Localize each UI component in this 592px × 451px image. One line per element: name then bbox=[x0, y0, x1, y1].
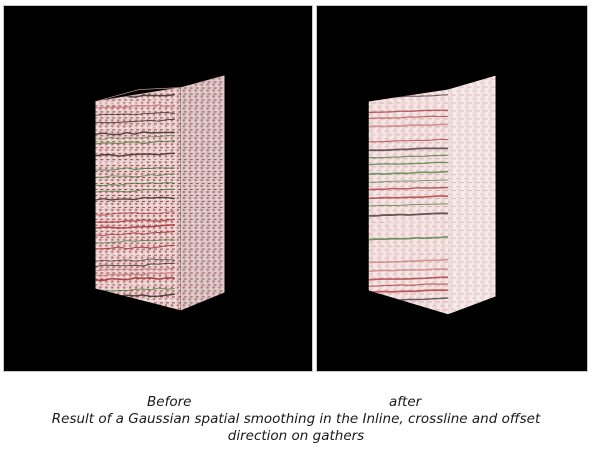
horizon-line bbox=[95, 181, 175, 187]
horizon-line bbox=[95, 167, 175, 171]
horizon-line bbox=[368, 147, 449, 152]
horizon-line bbox=[368, 228, 449, 233]
horizon-line bbox=[368, 258, 449, 264]
seismic-horizons-before bbox=[95, 93, 176, 303]
horizon-line bbox=[95, 118, 175, 124]
horizon-line bbox=[368, 123, 449, 128]
horizon-line bbox=[368, 109, 449, 114]
horizon-line bbox=[95, 147, 175, 153]
horizon-line bbox=[368, 203, 449, 207]
horizon-line bbox=[95, 244, 175, 250]
seismic-cube-before bbox=[95, 75, 225, 311]
horizon-line bbox=[368, 235, 449, 241]
caption-after: after bbox=[389, 394, 422, 410]
horizon-line bbox=[95, 282, 175, 287]
horizon-line bbox=[368, 220, 449, 225]
horizon-line bbox=[95, 188, 175, 193]
horizon-line bbox=[95, 258, 175, 262]
horizon-line bbox=[368, 161, 449, 166]
horizon-line bbox=[368, 289, 449, 294]
horizon-line bbox=[95, 131, 175, 136]
horizon-line bbox=[368, 251, 449, 256]
horizon-line bbox=[95, 104, 176, 109]
horizon-line bbox=[95, 230, 175, 237]
horizon-line bbox=[368, 170, 449, 175]
horizon-line bbox=[95, 112, 175, 116]
horizon-line bbox=[95, 262, 175, 267]
cube-side-face-before bbox=[180, 75, 225, 311]
panel-before bbox=[3, 5, 313, 372]
horizon-line bbox=[95, 135, 175, 140]
horizon-line bbox=[95, 173, 175, 178]
figure-caption: Result of a Gaussian spatial smoothing i… bbox=[0, 411, 592, 445]
horizon-line bbox=[368, 245, 449, 250]
horizon-line bbox=[95, 287, 175, 292]
horizon-line bbox=[95, 140, 175, 145]
horizon-line bbox=[95, 224, 175, 229]
horizon-line bbox=[368, 115, 449, 120]
horizon-line bbox=[368, 283, 449, 287]
horizon-line bbox=[95, 271, 175, 277]
horizon-line bbox=[368, 195, 449, 200]
horizon-line bbox=[95, 211, 175, 216]
caption-before: Before bbox=[147, 394, 192, 410]
horizon-line bbox=[95, 218, 175, 223]
cube-front-face-after bbox=[368, 89, 449, 315]
horizon-line bbox=[95, 276, 175, 282]
horizon-line bbox=[95, 239, 175, 244]
horizon-line bbox=[95, 196, 175, 201]
horizon-line bbox=[95, 99, 176, 104]
horizon-line bbox=[368, 276, 449, 281]
horizon-line bbox=[368, 179, 449, 183]
horizon-line bbox=[368, 138, 449, 143]
horizon-line bbox=[368, 268, 449, 273]
horizon-line bbox=[368, 131, 449, 136]
horizon-line bbox=[368, 101, 449, 106]
figure-caption-line-2: direction on gathers bbox=[227, 428, 365, 444]
seismic-cube-after bbox=[368, 75, 496, 315]
horizon-line bbox=[95, 204, 175, 209]
cube-top-edge-before bbox=[95, 75, 225, 102]
cube-side-face-after bbox=[448, 75, 496, 315]
panel-after bbox=[316, 5, 588, 372]
horizon-line bbox=[95, 125, 175, 130]
horizon-line bbox=[95, 252, 175, 257]
horizon-line bbox=[368, 186, 449, 191]
horizon-line bbox=[368, 154, 449, 159]
horizon-line bbox=[95, 152, 175, 157]
figure-caption-line-1: Result of a Gaussian spatial smoothing i… bbox=[51, 411, 541, 427]
horizon-line bbox=[368, 212, 449, 217]
cube-front-face-before bbox=[95, 87, 181, 311]
horizon-line bbox=[95, 267, 175, 272]
horizon-line bbox=[95, 159, 175, 164]
